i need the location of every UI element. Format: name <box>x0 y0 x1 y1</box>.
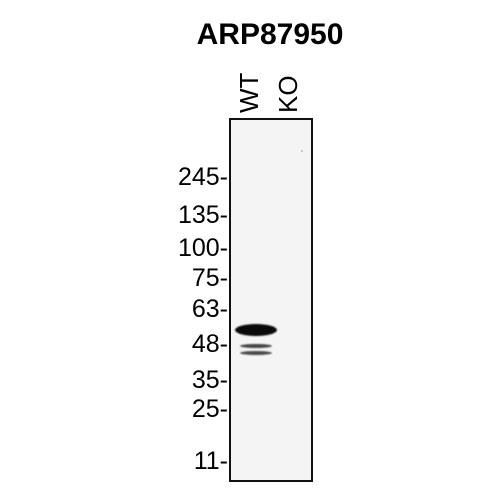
marker-48: 48- <box>191 330 228 358</box>
membrane-speck <box>301 150 303 152</box>
band-wt-lower-1 <box>240 344 272 348</box>
lane-label-ko: KO <box>273 75 303 113</box>
lane-label-wt: WT <box>234 72 264 113</box>
marker-11: 11- <box>193 447 228 475</box>
band-wt-lower-2 <box>240 351 272 355</box>
marker-135: 135- <box>177 201 228 229</box>
marker-25: 25- <box>191 395 228 423</box>
marker-75: 75- <box>191 264 228 292</box>
marker-100: 100- <box>177 234 228 262</box>
figure-title: ARP87950 <box>196 18 344 51</box>
band-wt-main <box>235 324 277 336</box>
blot-membrane <box>229 118 313 482</box>
marker-35: 35- <box>191 366 228 394</box>
marker-245: 245- <box>177 163 228 191</box>
marker-63: 63- <box>191 295 228 323</box>
